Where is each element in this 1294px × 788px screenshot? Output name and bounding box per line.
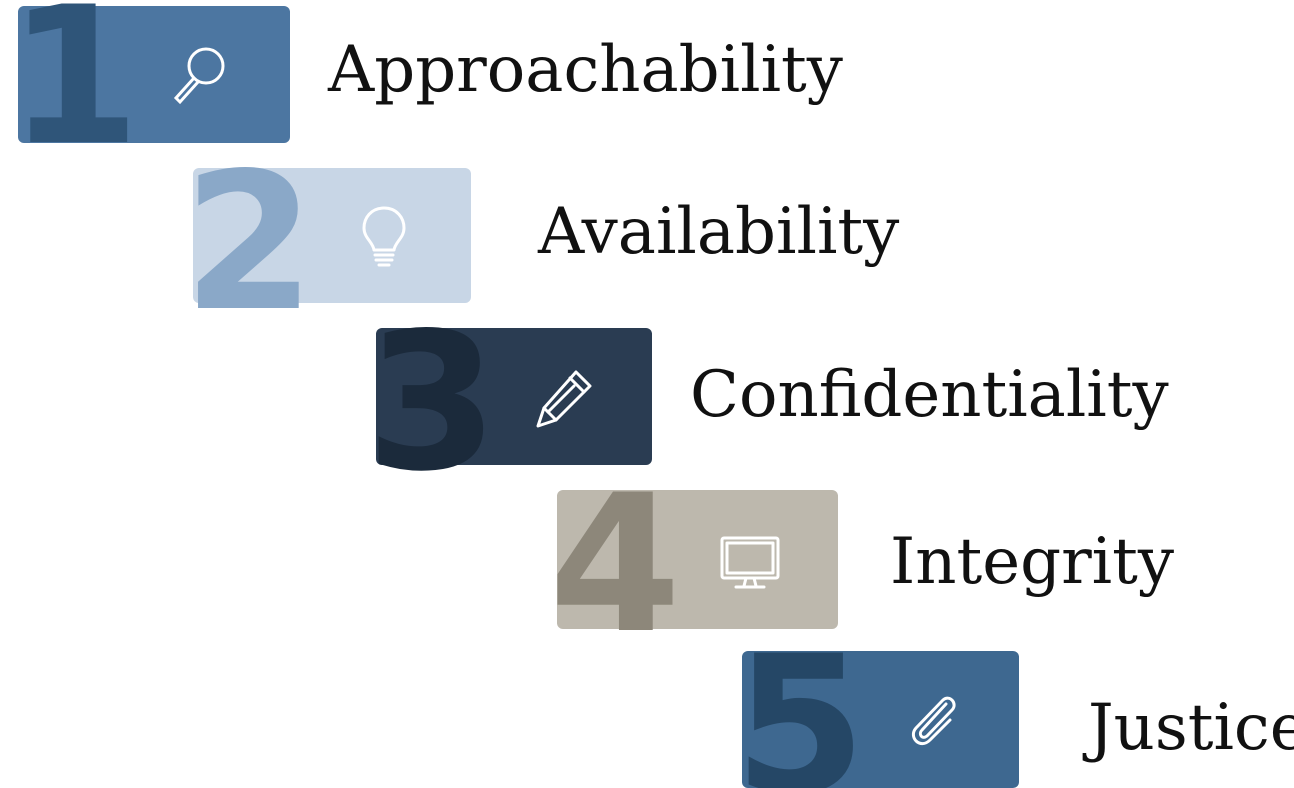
step-number: 1 (8, 0, 140, 187)
step-card (742, 651, 1019, 788)
step-number: 4 (549, 454, 681, 675)
step-label: Approachability (328, 33, 843, 107)
step-card (557, 490, 838, 629)
lightbulb-icon (346, 198, 422, 274)
step-label: Justice (1088, 691, 1294, 765)
monitor-icon (712, 524, 788, 600)
step-card (193, 168, 471, 303)
pencil-icon (526, 360, 602, 436)
paperclip-icon (894, 682, 970, 758)
step-card (18, 6, 290, 143)
step-label: Confidentiality (690, 358, 1169, 432)
step-number: 5 (734, 615, 866, 788)
step-number: 3 (366, 292, 498, 513)
step-label: Availability (538, 195, 900, 269)
step-card (376, 328, 652, 465)
magnifier-icon (162, 36, 238, 112)
step-label: Integrity (890, 525, 1174, 599)
step-number: 2 (183, 132, 315, 353)
